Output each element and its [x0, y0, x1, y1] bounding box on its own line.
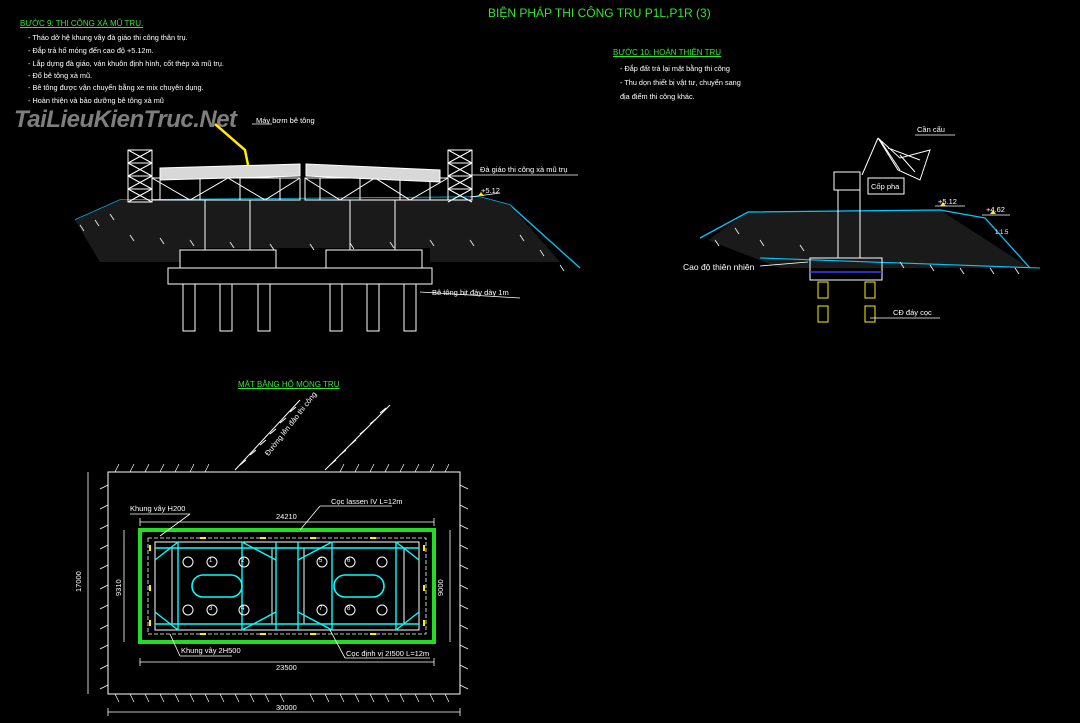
- step9-section: [74, 123, 581, 332]
- dimension-right-inner: 9000: [436, 579, 445, 596]
- step9-line: - Tháo dỡ hệ khung vây đà giáo thi công …: [28, 33, 188, 42]
- dimension-lines: [87, 472, 461, 716]
- dimension-left-inner: 9310: [114, 579, 123, 596]
- access-road: [234, 399, 391, 471]
- locating-pile-label: Cọc định vị 2I500 L=12m: [346, 649, 430, 658]
- pit-plan: [87, 399, 469, 716]
- sheet-pile-markers: [149, 537, 425, 635]
- pile-number: 4: [241, 606, 245, 612]
- pile-number: 6: [347, 558, 351, 564]
- scaffold-tower-right: [447, 149, 473, 203]
- pile-number: 3: [209, 606, 213, 612]
- formwork-box: [867, 177, 905, 195]
- cap-beam: [159, 163, 301, 181]
- pier-footprint: [333, 574, 385, 598]
- crane-label: Cần cẩu: [917, 125, 945, 134]
- cap-beam: [305, 163, 441, 183]
- sheet-pile-wall: [138, 528, 436, 644]
- slope-label: 1:1.5: [995, 230, 1009, 236]
- pier-head: [833, 171, 861, 191]
- drawing-title: BIỆN PHÁP THI CÔNG TRỤ P1L,P1R (3): [488, 6, 711, 20]
- step9-heading: BƯỚC 9: THI CÔNG XÀ MŨ TRỤ.: [20, 19, 144, 28]
- step9-line: - Lắp dựng đà giáo, ván khuôn định hình,…: [28, 59, 224, 68]
- bracing-struts: [154, 541, 420, 631]
- concrete-seal-label: Bê tông bịt đáy dày 1m: [432, 288, 509, 297]
- boundary-hatch: [99, 463, 469, 703]
- step9-line: - Hoàn thiện và bảo dưỡng bê tông xà mũ: [28, 96, 164, 105]
- dimension-left-outer: 17000: [74, 571, 83, 592]
- scaffold-label: Đà giáo thi công xà mũ trụ: [480, 165, 568, 174]
- plan-heading: MẶT BẰNG HỐ MÓNG TRỤ: [238, 380, 340, 389]
- scaffold-truss: [151, 177, 449, 201]
- dimension-top: 24210: [276, 512, 297, 521]
- bracing-frame: [154, 541, 420, 631]
- pump-label: Máy bơm bê tông: [256, 116, 315, 125]
- step9-line: - Đắp trả hố móng đến cao độ +5.12m.: [28, 46, 154, 55]
- pile-number: 8: [347, 606, 351, 612]
- step10-heading: BƯỚC 10: HOÀN THIỆN TRỤ: [613, 48, 722, 57]
- watermark-logo: TaiLieuKienTruc.Net: [14, 106, 237, 133]
- formwork-label: Cốp pha: [871, 182, 900, 191]
- natural-ground-line: [759, 257, 1041, 269]
- step9-line: - Bê tông được vận chuyển bằng xe mix ch…: [28, 83, 204, 92]
- frame-2h500-label: Khung vây 2H500: [181, 646, 241, 655]
- pier-footprint: [191, 574, 243, 598]
- pile-number: 2: [241, 558, 245, 564]
- frame-h200-label: Khung vây H200: [130, 504, 186, 513]
- scaffold-tower-left: [127, 149, 153, 203]
- ground-ticks: [79, 213, 565, 272]
- piles: [182, 283, 417, 332]
- pedestal: [325, 249, 423, 269]
- pile-number: 5: [319, 558, 323, 564]
- pile-bottom-label: CĐ đáy cọc: [893, 308, 932, 317]
- backfill-hatch: [708, 210, 1030, 268]
- step10-line: địa điểm thi công khác.: [620, 92, 695, 101]
- pile-number: 7: [319, 606, 323, 612]
- natural-ground-label: Cao độ thiên nhiên: [683, 262, 755, 272]
- backfill-hatch: [75, 197, 560, 262]
- crane: [861, 137, 931, 195]
- sheet-pile-label: Cọc lassen IV L=12m: [331, 497, 403, 506]
- pedestal: [179, 249, 277, 269]
- step10-line: - Đắp đất trả lại mặt bằng thi công: [620, 64, 730, 73]
- step10-section: [699, 134, 1041, 323]
- pile-circles: [182, 556, 388, 616]
- dimension-bottom-inner: 23500: [276, 663, 297, 672]
- elevation-label: +5.12: [481, 186, 500, 195]
- pile-cap: [167, 267, 433, 285]
- step9-line: - Đổ bê tông xà mũ.: [28, 71, 93, 80]
- ground-ticks: [714, 227, 1020, 275]
- pile-cap: [809, 257, 883, 281]
- ground-line: [699, 209, 1031, 269]
- concrete-pump-boom: [214, 123, 250, 166]
- elevation-label: +4.62: [986, 205, 1005, 214]
- piles: [817, 281, 876, 323]
- pile-number: 1: [209, 558, 213, 564]
- pit-boundary: [107, 471, 461, 695]
- pile-cap-outline: [171, 547, 273, 625]
- elevation-label: +5.12: [938, 197, 957, 206]
- dimension-bottom-outer: 30000: [276, 703, 297, 712]
- step10-line: - Thu dọn thiết bị vật tư, chuyển sang: [620, 78, 741, 87]
